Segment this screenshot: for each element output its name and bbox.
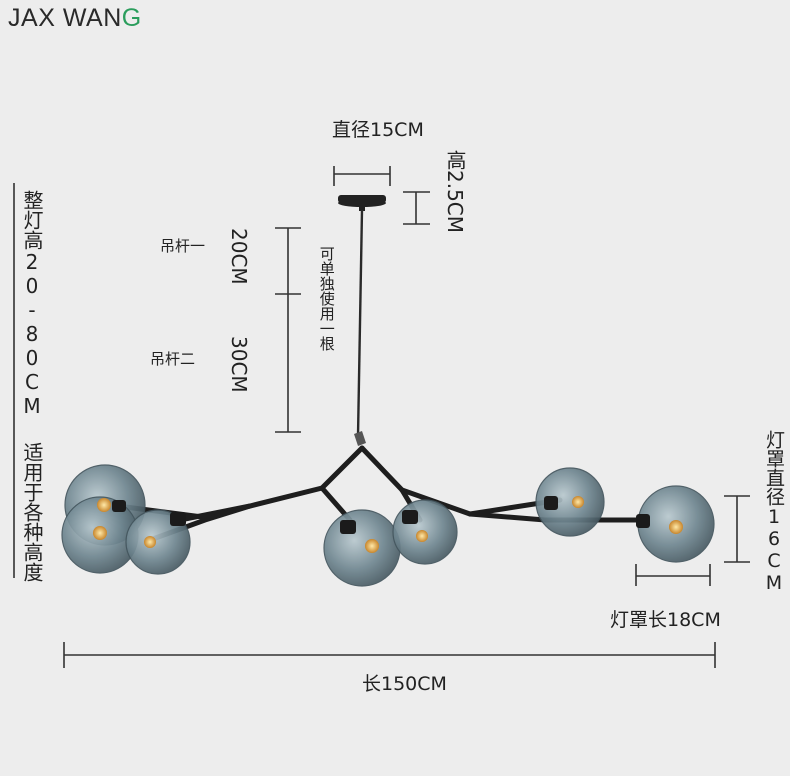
canopy-height-label: 高2.5CM [443, 150, 467, 234]
rod-one-label: 吊杆一 [160, 237, 206, 255]
rod-two-label: 吊杆二 [150, 350, 196, 368]
canopy-diameter-dimension [333, 166, 391, 186]
shade-length-label: 灯罩长18CM [610, 609, 721, 631]
canopy-height-dimension [403, 191, 430, 225]
rod-one-length: 20CM [227, 228, 251, 285]
canopy-diameter-label: 直径15CM [332, 119, 424, 141]
total-height-label: 整灯高20-80CM 适用于各种高度 [20, 190, 44, 582]
total-length-dimension [63, 642, 716, 668]
sockets [112, 496, 650, 534]
rod-two-length: 30CM [227, 336, 251, 393]
shade-length-dimension [635, 564, 711, 586]
glass-shades [61, 464, 715, 587]
bulbs [93, 496, 683, 553]
rod-note: 可单独使用一根 [317, 246, 336, 351]
brand-logo: JAX WANG [8, 4, 142, 32]
suspension-rod [356, 209, 364, 437]
shade-diameter-label: 灯罩直径16CM [763, 430, 785, 594]
rod-length-dimension [275, 227, 301, 433]
shade-diameter-dimension [724, 495, 750, 563]
total-length-label: 长150CM [362, 673, 447, 695]
ceiling-canopy [338, 195, 386, 211]
rod-joint [354, 431, 366, 446]
